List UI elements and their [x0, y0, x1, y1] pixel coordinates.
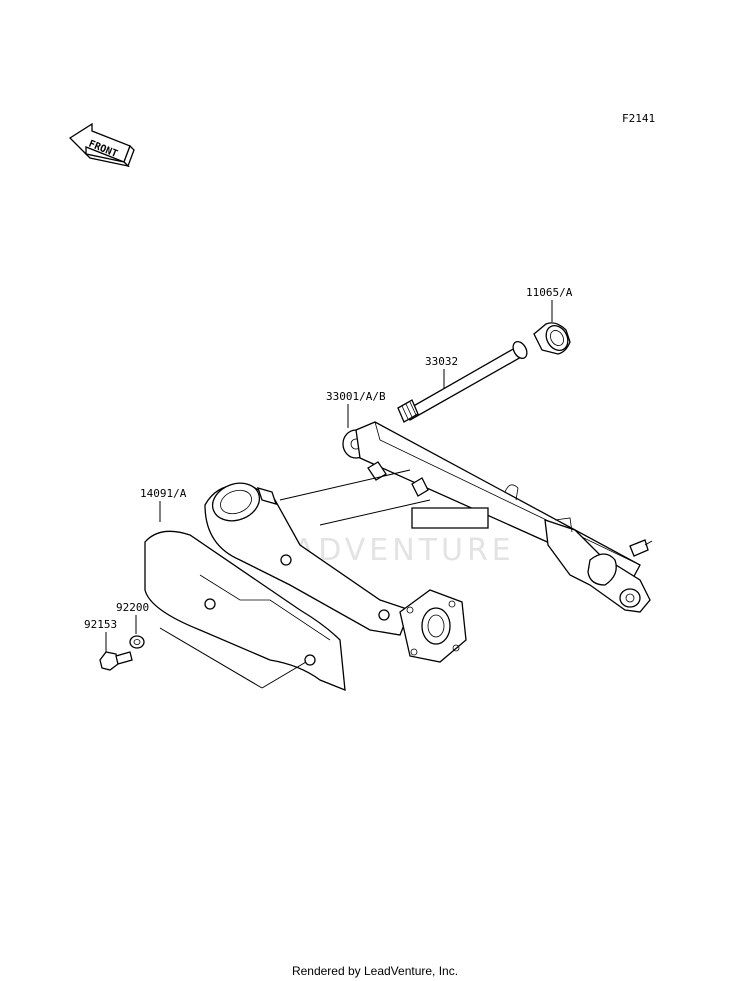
callout-11065a[interactable]: 11065/A	[526, 286, 573, 299]
callout-92200[interactable]: 92200	[116, 601, 149, 614]
callout-33032[interactable]: 33032	[425, 355, 458, 368]
swingarm-33001ab	[279, 421, 653, 613]
callout-92153[interactable]: 92153	[84, 618, 117, 631]
footer-credit: Rendered by LeadVenture, Inc.	[291, 964, 459, 978]
bolt-92153	[99, 651, 133, 671]
callout-33001ab[interactable]: 33001/A/B	[326, 390, 386, 403]
front-arrow-icon: FRONT	[68, 122, 135, 168]
washer-92200	[129, 635, 145, 649]
bushing-11065a	[533, 322, 571, 355]
pivot-shaft-33032	[397, 340, 528, 423]
drive-tube	[204, 482, 467, 663]
diagram-code: F2141	[622, 112, 655, 125]
cover-14091a	[144, 530, 346, 692]
callout-14091a[interactable]: 14091/A	[140, 487, 187, 500]
